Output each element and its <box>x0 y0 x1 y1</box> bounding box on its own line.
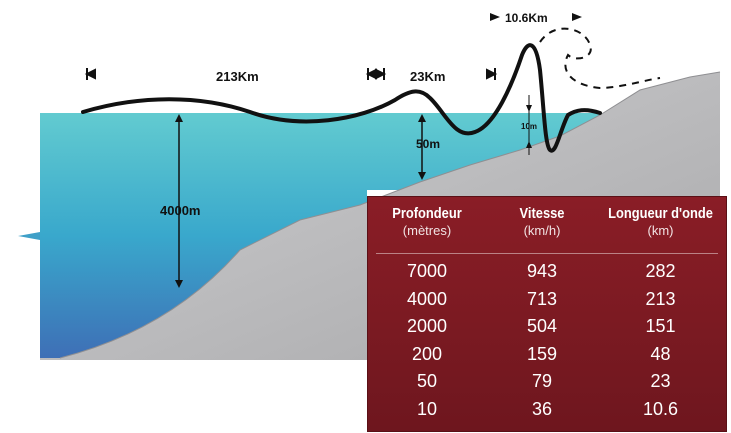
label-23km: 23Km <box>410 69 445 84</box>
header-depth: Profondeur (mètres) <box>368 205 486 239</box>
table-row: 50 79 23 <box>368 369 728 397</box>
table-row: 10 36 10.6 <box>368 397 728 425</box>
cell-speed: 943 <box>526 261 558 281</box>
table-row: 7000 943 282 <box>368 259 728 287</box>
cell-depth: 200 <box>411 343 443 364</box>
header-wavelength: Longueur d'onde (km) <box>593 205 728 239</box>
cell-speed: 79 <box>531 371 553 391</box>
label-4000m: 4000m <box>160 203 200 218</box>
seabed-slope <box>40 72 720 360</box>
marker-213-start <box>84 68 96 80</box>
breaking-wave-dashed <box>539 27 661 90</box>
header-depth-unit: (mètres) <box>402 223 452 238</box>
cell-wavelength: 48 <box>650 343 671 364</box>
table-body: 7000 943 282 4000 713 213 2000 504 151 2… <box>368 259 728 424</box>
label-10-6km: 10.6Km <box>505 11 548 25</box>
header-speed-title: Vitesse <box>519 205 565 222</box>
table-row: 2000 504 151 <box>368 314 728 342</box>
header-wavelength-unit: (km) <box>647 223 674 238</box>
ocean-edge-notch <box>18 232 40 240</box>
marker-213-end <box>375 68 387 80</box>
cell-depth: 50 <box>416 371 438 391</box>
cell-speed: 159 <box>526 343 558 364</box>
label-10m: 10m <box>521 122 537 131</box>
header-speed-unit: (km/h) <box>523 223 561 238</box>
header-depth-title: Profondeur <box>392 205 462 222</box>
header-divider <box>376 253 718 254</box>
cell-wavelength: 282 <box>645 261 676 281</box>
cell-depth: 10 <box>416 398 438 419</box>
cell-wavelength: 23 <box>650 371 671 391</box>
cell-speed: 713 <box>526 288 558 309</box>
cell-wavelength: 10.6 <box>642 398 679 419</box>
marker-106-arrows <box>490 13 582 21</box>
cell-depth: 7000 <box>406 261 448 281</box>
table-row: 4000 713 213 <box>368 287 728 315</box>
cell-speed: 504 <box>526 316 558 336</box>
header-speed: Vitesse (km/h) <box>486 205 598 239</box>
label-50m: 50m <box>416 137 440 151</box>
depth-50-arrowheads <box>418 114 426 180</box>
header-wavelength-title: Longueur d'onde <box>608 205 713 222</box>
cell-wavelength: 151 <box>645 316 676 336</box>
cell-wavelength: 213 <box>645 288 676 309</box>
cell-speed: 36 <box>531 398 553 419</box>
marker-23-start <box>365 68 377 80</box>
wave-profile-line <box>81 43 602 153</box>
seabed-outline <box>59 71 721 359</box>
cell-depth: 2000 <box>406 316 448 336</box>
table-row: 200 159 48 <box>368 342 728 370</box>
label-213km: 213Km <box>216 69 259 84</box>
wave-data-table: Profondeur (mètres) Vitesse (km/h) Longu… <box>367 196 727 432</box>
marker-23-end <box>486 68 498 80</box>
cell-depth: 4000 <box>406 288 448 309</box>
